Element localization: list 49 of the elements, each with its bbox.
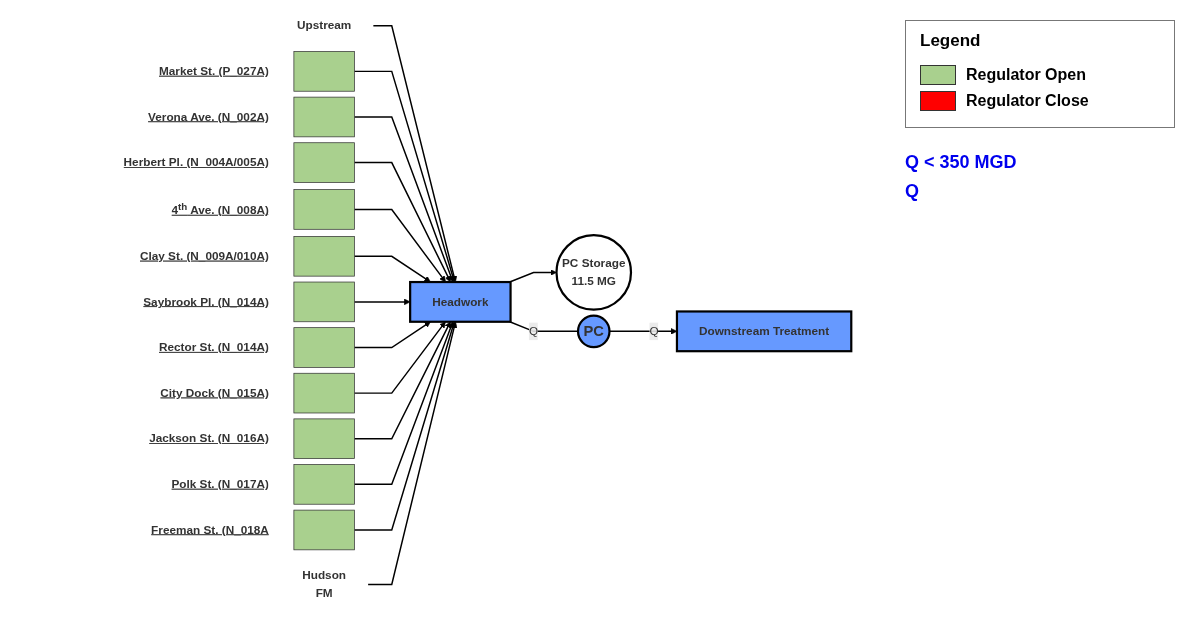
node-box <box>293 281 355 323</box>
node-text: Hudson FM <box>302 568 347 600</box>
node-box <box>293 96 355 138</box>
legend-text: Regulator Open <box>966 66 1086 84</box>
node-box <box>293 51 355 92</box>
arrow <box>509 269 557 283</box>
node-box <box>293 509 355 551</box>
node-box <box>293 189 355 230</box>
connector <box>509 321 579 333</box>
node-circle: PC <box>576 314 611 349</box>
node-box <box>293 327 355 368</box>
arrow <box>353 321 446 394</box>
arrow <box>367 321 458 586</box>
arrow <box>353 116 454 283</box>
node-box: Headwork <box>409 280 512 323</box>
edge-label: Q <box>649 324 659 338</box>
arrow <box>353 255 431 283</box>
node-box <box>293 236 355 277</box>
node-label: 4$^{th}$ Ave. (N_008A) <box>171 200 269 217</box>
node-label: City Dock (N_015A) <box>160 386 269 400</box>
node-label: Freeman St. (N_018A <box>151 523 269 536</box>
node-label: Clay St. (N_009A/010A) <box>139 249 269 263</box>
node-circle: PC Storage 11.5 MG <box>555 234 633 311</box>
arrow <box>353 298 411 306</box>
legend-title: Legend <box>920 31 981 51</box>
legend-text: Regulator Close <box>966 92 1089 110</box>
flow-label: Q < 350 MGD <box>905 152 1018 173</box>
arrow <box>353 321 454 486</box>
node-label: Saybrook Pl. (N_014A) <box>143 295 269 308</box>
flow-label: Q <box>905 181 920 202</box>
node-text: Upstream <box>296 19 352 32</box>
node-label: Rector St. (N_014A) <box>158 340 269 354</box>
node-label: Market St. (P_027A) <box>158 64 269 78</box>
node-label: Polk St. (N_017A) <box>171 477 269 491</box>
arrow <box>353 161 451 283</box>
arrow <box>353 321 451 440</box>
node-box <box>293 418 355 459</box>
arrow <box>353 208 446 283</box>
node-box <box>293 372 355 414</box>
arrow <box>353 321 456 531</box>
edge-label: Q <box>528 324 539 338</box>
arrow <box>353 70 456 283</box>
node-box: Downstream Treatment <box>675 310 853 353</box>
arrow <box>353 321 431 349</box>
node-box <box>293 142 355 183</box>
node-label: Verona Ave. (N_002A) <box>148 110 269 123</box>
node-label: Jackson St. (N_016A) <box>149 432 269 445</box>
node-label: Herbert Pl. (N_004A/005A) <box>123 155 269 169</box>
node-box <box>293 464 355 505</box>
